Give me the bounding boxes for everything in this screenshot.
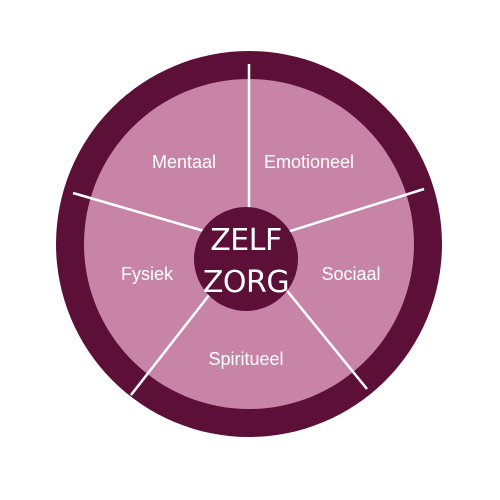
segment-label-spiritueel: Spiritueel: [208, 349, 283, 369]
segment-label-emotioneel: Emotioneel: [264, 152, 354, 172]
segment-label-mentaal: Mentaal: [152, 152, 216, 172]
center-hub: [194, 207, 298, 311]
center-title-line1: ZELF: [210, 223, 281, 258]
segment-label-fysiek: Fysiek: [121, 264, 174, 284]
center-title-line2: ZORG: [203, 265, 289, 300]
segment-label-sociaal: Sociaal: [321, 264, 380, 284]
